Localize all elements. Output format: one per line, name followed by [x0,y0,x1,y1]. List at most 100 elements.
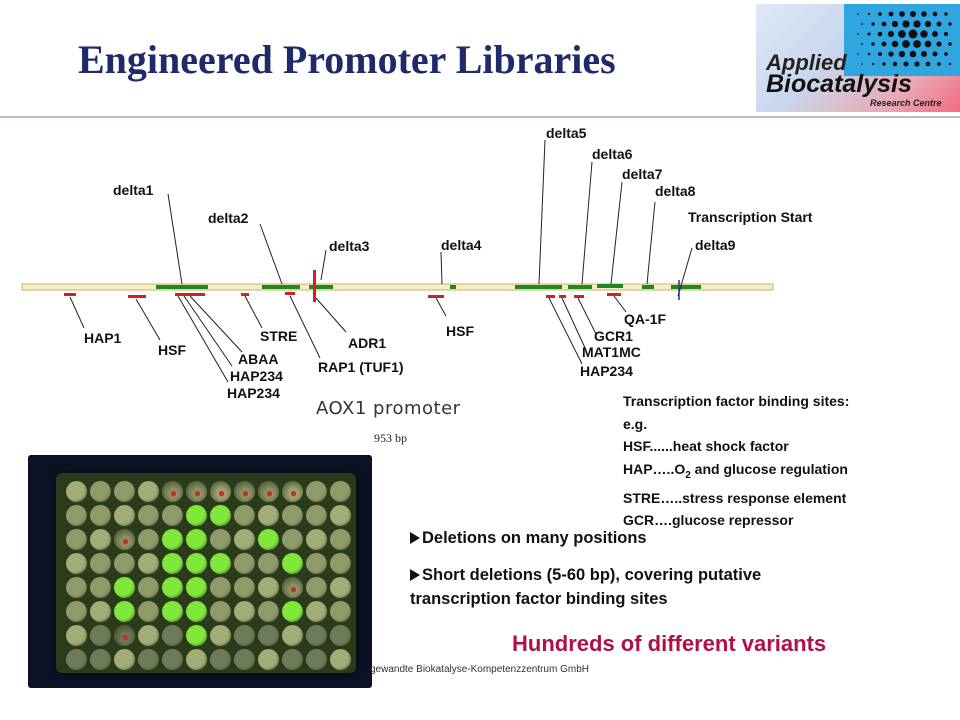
logo-dot [867,12,871,16]
label-delta9: delta9 [695,237,736,253]
plate-well [66,625,87,646]
plate-well [258,529,279,550]
tf-site [313,270,316,302]
plate-well [90,577,111,598]
plate-well [138,649,159,670]
plate-well [282,529,303,550]
logo-dot [920,50,928,58]
label-hsf-2: HSF [446,323,474,339]
plate-well [306,481,327,502]
logo-dot [944,52,948,56]
plate-well [114,481,135,502]
logo-dot [899,11,905,17]
plate-well [282,505,303,526]
logo-dot [871,42,875,46]
tf-legend-item-gcr: GCR….glucose repressor [623,512,794,529]
deletion-segment [262,285,300,289]
bullet-item: Deletions on many positions [410,526,790,550]
leader-line [435,297,447,317]
leader-line [315,297,347,333]
plate-well [90,505,111,526]
plate-well [66,481,87,502]
plate-well [234,505,255,526]
logo-dot [891,20,899,28]
label-adr1: ADR1 [348,335,386,351]
plate-well [186,553,207,574]
plate-well [66,529,87,550]
label-abaa: ABAA [238,351,278,367]
deletion-segments [156,284,701,289]
leader-line [244,295,263,329]
label-delta6: delta6 [592,146,633,162]
plate-well [234,481,255,502]
logo-dot [871,22,875,26]
well-grid [66,481,353,672]
plate-well [90,625,111,646]
tf-leader-lines [69,295,627,383]
plate-well [138,529,159,550]
promoter-length: 953 bp [374,431,407,445]
plate-well [114,601,135,622]
tf-legend-item-hsf: HSF......heat shock factor [623,438,789,454]
plate-well [282,553,303,574]
leader-line [538,139,546,285]
deletion-segment [568,285,592,289]
leader-line [677,247,693,297]
label-hap234-1: HAP234 [230,368,283,384]
plate-well [282,601,303,622]
plate-well [282,577,303,598]
logo-dot [857,33,859,35]
plate-well [138,505,159,526]
plate-well [114,577,135,598]
promoter-backbone [21,283,774,291]
microplate-photo [28,455,372,688]
deletion-segment [515,285,562,289]
logo-dot [877,31,883,37]
deletion-segment [309,285,333,289]
plate-well [306,625,327,646]
logo-text-research-centre: Research Centre [870,98,942,108]
leader-line [548,297,583,365]
plate-well [306,601,327,622]
logo-dot [882,62,886,66]
bullet-list: Deletions on many positions Short deleti… [410,526,790,624]
leader-line [581,161,593,285]
plate-well [114,505,135,526]
logo-dot [903,61,909,67]
deletion-segment [597,284,623,288]
plate-well [90,529,111,550]
plate-well [162,505,183,526]
logo-dot [888,51,894,57]
plate-well [306,553,327,574]
logo-dot [932,31,938,37]
title-divider [0,116,960,118]
logo-dot [914,61,920,67]
plate-well [138,601,159,622]
deletion-leader-lines [167,139,693,300]
tf-site [285,292,295,295]
plate-well [210,577,231,598]
logo-dot [861,23,863,25]
leader-line [613,295,627,313]
slide-title: Engineered Promoter Libraries [78,37,616,82]
tf-binding-sites [64,270,621,302]
label-stre: STRE [260,328,297,344]
logo-dot [925,61,931,67]
tf-site [175,293,205,296]
deletion-segment [450,285,456,289]
plate-well [210,505,231,526]
plate-well [210,625,231,646]
plate-well [114,553,135,574]
plate-well [138,577,159,598]
leader-line [610,181,623,285]
logo-dot [878,12,882,16]
plate-well [138,625,159,646]
tf-legend-item-stre: STRE…..stress response element [623,489,847,506]
logo-dot [908,29,918,39]
logo-dot [902,40,910,48]
logo-dot [892,61,898,67]
plate-well [186,577,207,598]
highlight-text: Hundreds of different variants [512,631,827,656]
logo-dot [867,52,871,56]
logo-dot [932,11,938,17]
